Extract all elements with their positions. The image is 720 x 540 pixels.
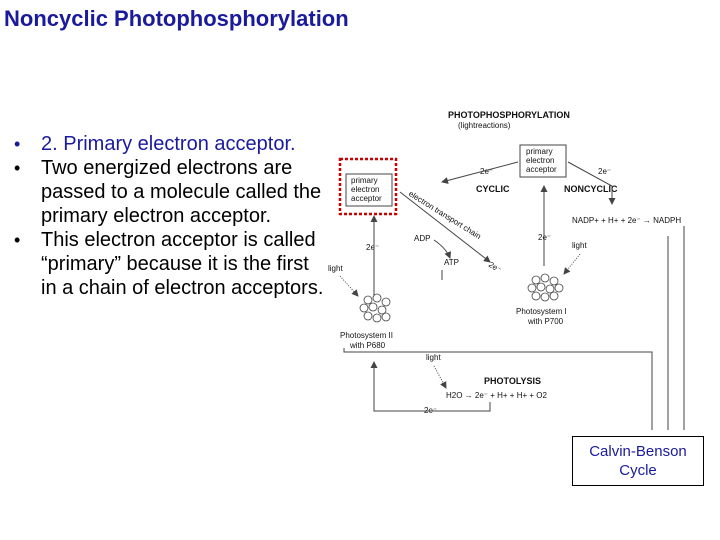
light-arrow	[433, 365, 447, 389]
calvin-cycle-label: Cycle	[619, 462, 657, 479]
calvin-benson-cycle-box: Calvin-Benson Cycle	[572, 436, 704, 486]
atp-label: ATP	[444, 258, 459, 267]
electrons-label: 2e⁻	[538, 233, 551, 242]
electrons-label: 2e⁻	[487, 260, 503, 275]
bullet-item: This electron acceptor is called “primar…	[14, 228, 324, 300]
electrons-label: 2e⁻	[366, 243, 379, 252]
bullet-item: 2. Primary electron acceptor.	[14, 132, 324, 156]
cyclic-label: CYCLIC	[476, 184, 510, 194]
transport-chain-arrow	[399, 191, 491, 263]
primary-acceptor-right-line: acceptor	[526, 165, 557, 174]
photosystem-ii-sublabel: with P680	[349, 341, 386, 350]
diagram-subtitle: (lightreactions)	[458, 121, 511, 130]
slide-title: Noncyclic Photophosphorylation	[4, 6, 349, 31]
photosystem-i-label: Photosystem I	[516, 307, 567, 316]
electrons-label: 2e⁻	[480, 167, 493, 176]
light-label: light	[328, 264, 343, 273]
primary-acceptor-left-line: electron	[351, 185, 379, 194]
primary-acceptor-left-box	[345, 173, 393, 207]
photosystem-i-sublabel: with P700	[527, 317, 564, 326]
photolysis-return-arrow	[370, 361, 491, 412]
primary-acceptor-left-line: acceptor	[351, 194, 382, 203]
primary-acceptor-left-line: primary	[351, 176, 378, 185]
photosystem-ii-label: Photosystem II	[340, 331, 393, 340]
bullet-item: Two energized electrons are passed to a …	[14, 156, 324, 228]
noncyclic-arrow	[567, 161, 616, 205]
photolysis-label: PHOTOLYSIS	[484, 376, 541, 386]
calvin-benson-label: Calvin-Benson	[589, 443, 687, 460]
photosystem-ii-cluster	[359, 293, 391, 323]
nadph-equation: NADP+ + H+ + 2e⁻ → NADPH	[572, 216, 681, 225]
diagram-title: PHOTOPHOSPHORYLATION	[448, 110, 570, 120]
atp-connector-line	[343, 348, 653, 430]
light-label: light	[426, 353, 441, 362]
cyclic-arrow	[441, 161, 519, 184]
noncyclic-label: NONCYCLIC	[564, 184, 618, 194]
photolysis-equation: H2O → 2e⁻ + H+ + H+ + O2	[446, 391, 547, 400]
adp-label: ADP	[414, 234, 430, 243]
light-arrow	[339, 275, 359, 297]
bullet-list: 2. Primary electron acceptor. Two energi…	[14, 132, 324, 300]
adp-atp-arrow	[433, 239, 452, 259]
photosystem-i-cluster	[527, 273, 564, 302]
light-label: light	[572, 241, 587, 250]
primary-acceptor-right-line: primary	[526, 147, 553, 156]
light-arrow	[563, 253, 581, 275]
electrons-label: 2e⁻	[598, 167, 611, 176]
primary-acceptor-highlight	[338, 157, 398, 216]
photophosphorylation-diagram: PHOTOPHOSPHORYLATION (lightreactions) pr…	[328, 110, 685, 430]
primary-acceptor-right-line: electron	[526, 156, 554, 165]
primary-acceptor-right-box	[519, 144, 567, 178]
